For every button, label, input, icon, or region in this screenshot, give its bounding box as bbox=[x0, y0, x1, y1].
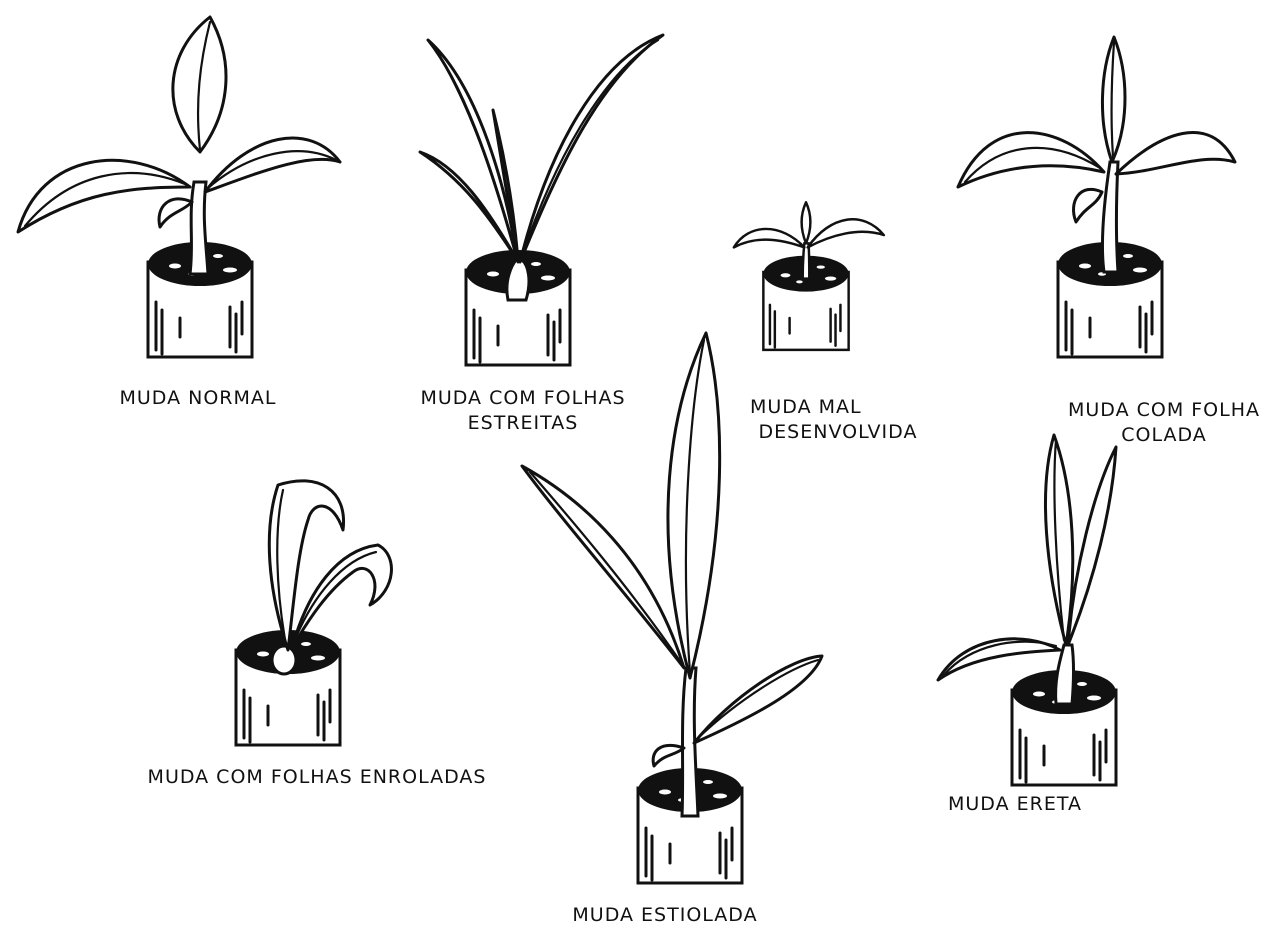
label-ereta: MUDA ERETA bbox=[930, 792, 1100, 817]
seedling-ereta bbox=[938, 435, 1116, 785]
seedling-estreitas bbox=[420, 35, 663, 365]
label-normal: MUDA NORMAL bbox=[118, 386, 278, 411]
seedling-normal bbox=[18, 17, 340, 357]
label-estreitas: MUDA COM FOLHAS ESTREITAS bbox=[398, 386, 648, 436]
label-estiolada: MUDA ESTIOLADA bbox=[555, 903, 775, 928]
label-enroladas: MUDA COM FOLHAS ENROLADAS bbox=[112, 765, 522, 790]
seedling-enroladas bbox=[236, 481, 391, 745]
seedling-colada bbox=[958, 37, 1235, 357]
seedling-mal bbox=[734, 202, 884, 350]
label-colada: MUDA COM FOLHA COLADA bbox=[1050, 398, 1278, 448]
label-mal: MUDA MAL DESENVOLVIDA bbox=[748, 395, 928, 445]
